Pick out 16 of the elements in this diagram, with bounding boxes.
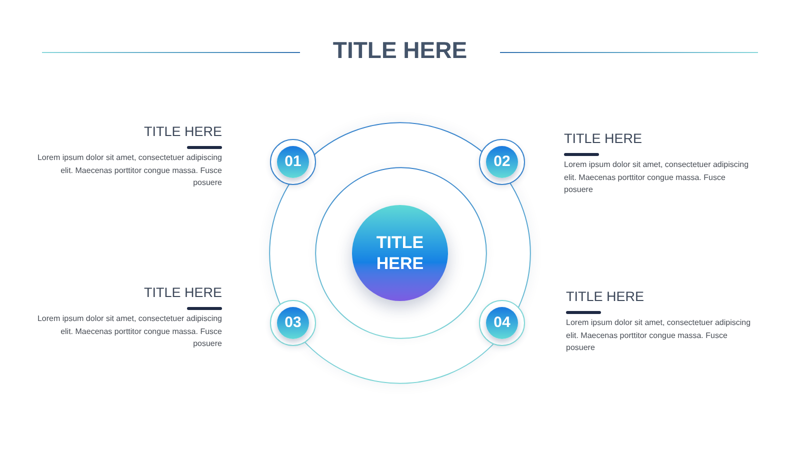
body-text: Lorem ipsum dolor sit amet, consectetuer adipiscing elit. Maecenas porttitor congue massa. Fusce posuere xyxy=(566,317,752,354)
inner-ring xyxy=(315,167,487,339)
section-title: TITLE HERE xyxy=(144,284,222,302)
outer-ring xyxy=(269,122,531,384)
step-number: 02 xyxy=(494,153,510,171)
body-text: Lorem ipsum dolor sit amet, consectetuer adipiscing elit. Maecenas porttitor congue massa. Fusce posuere xyxy=(36,313,222,350)
hub-title: TITLE HERE xyxy=(375,232,425,274)
section-title: TITLE HERE xyxy=(564,130,642,148)
page-title: TITLE HERE xyxy=(332,36,468,64)
step-number: 04 xyxy=(494,314,510,332)
section-title: TITLE HERE xyxy=(566,288,644,306)
body-text: Lorem ipsum dolor sit amet, consectetuer adipiscing elit. Maecenas porttitor congue massa. Fusce posuere xyxy=(564,159,750,196)
step-number: 01 xyxy=(284,153,302,171)
step-number: 03 xyxy=(284,314,302,332)
body-text: Lorem ipsum dolor sit amet, consectetuer adipiscing elit. Maecenas porttitor congue massa. Fusce posuere xyxy=(36,152,222,189)
section-title: TITLE HERE xyxy=(144,123,222,141)
